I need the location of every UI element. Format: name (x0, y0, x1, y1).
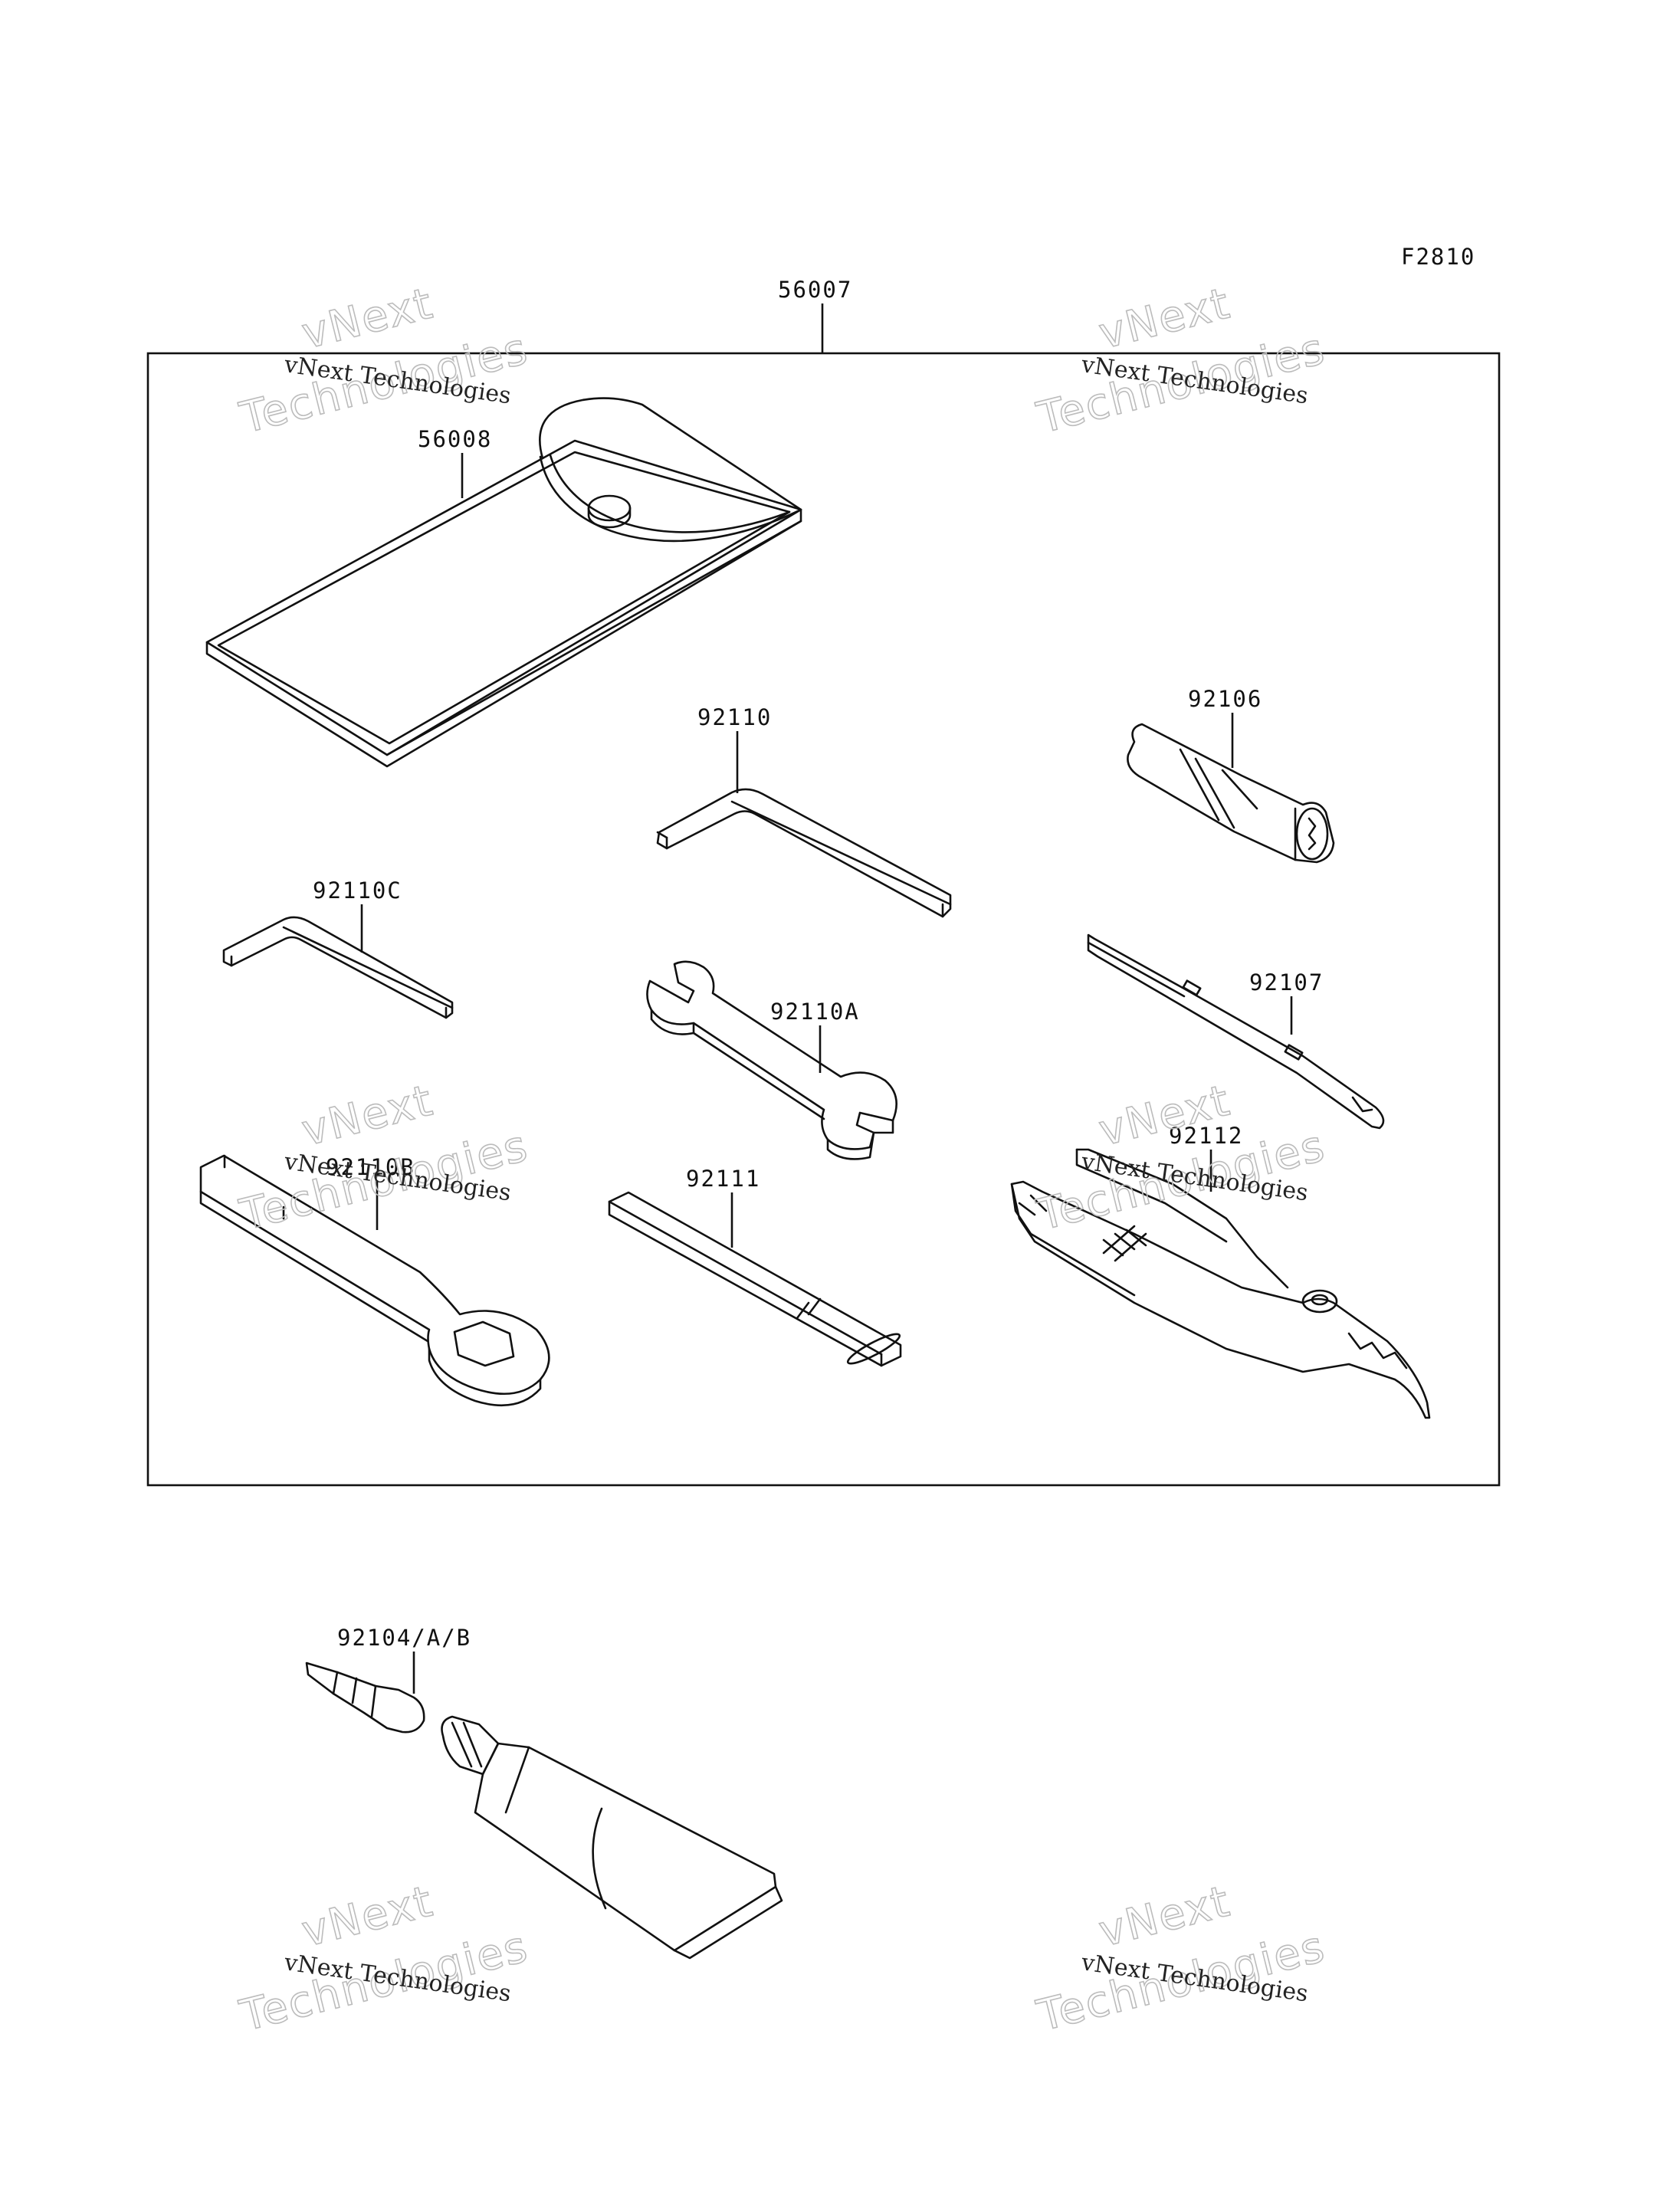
tool-handle (1127, 723, 1335, 864)
tool-tube-and-nozzle (305, 1661, 783, 1960)
label-bar: 92111 (686, 1166, 760, 1192)
label-pliers: 92112 (1169, 1123, 1243, 1149)
watermark-mid-left: vNext Technologies vNext Technologies (235, 1075, 534, 1242)
label-wrench-ring: 92110B (326, 1154, 415, 1180)
svg-text:vNext: vNext (297, 1076, 438, 1156)
svg-text:vNext: vNext (1094, 1877, 1235, 1957)
label-pouch: 56008 (418, 426, 492, 452)
svg-text:vNext: vNext (1094, 279, 1235, 359)
label-hex-key-large: 92110 (697, 704, 772, 730)
tool-screwdriver (1087, 933, 1385, 1130)
hex-key-large (656, 788, 952, 918)
watermark-top-right: vNext Technologies vNext Technologies (1032, 278, 1331, 444)
watermark-top-left: vNext Technologies vNext Technologies (235, 278, 534, 444)
label-kit: 56007 (778, 277, 852, 303)
svg-text:vNext: vNext (297, 1877, 438, 1957)
label-wrench-open: 92110A (770, 999, 860, 1025)
watermark-bottom-right: vNext Technologies vNext Technologies (1032, 1876, 1331, 2042)
wrench-open-end (646, 960, 897, 1160)
label-screwdriver: 92107 (1249, 969, 1324, 996)
label-hex-key-small: 92110C (313, 877, 402, 904)
kit-frame (146, 352, 1501, 1487)
tool-pliers (1010, 1148, 1431, 1419)
svg-text:vNext: vNext (297, 279, 438, 359)
tool-pouch (205, 397, 802, 768)
watermark-bottom-left: vNext Technologies vNext Technologies (235, 1876, 534, 2042)
tool-bar (608, 1191, 902, 1367)
label-tube: 92104/A/B (337, 1625, 471, 1651)
wrench-ring (199, 1154, 550, 1406)
hex-key-small (222, 916, 454, 1019)
label-handle: 92106 (1188, 686, 1262, 712)
figure-code: F2810 (1401, 244, 1475, 270)
